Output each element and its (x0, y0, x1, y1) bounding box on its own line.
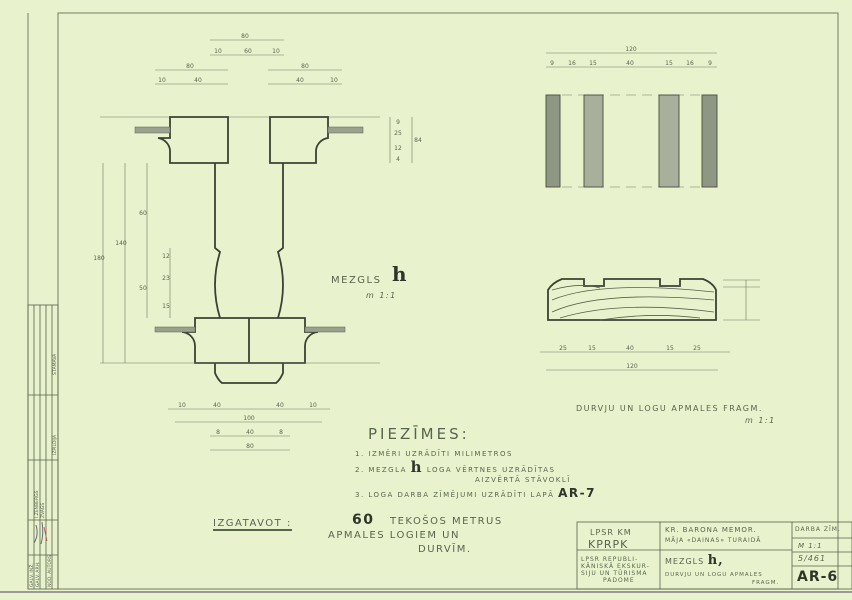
note-1: 1. IZMĒRI UZRĀDĪTI MILIMETROS (355, 450, 513, 458)
note-2-letter: h (410, 458, 424, 476)
dim-label: 15 (589, 60, 597, 67)
dim-label: 80 (301, 63, 309, 70)
dim-label: 8 (279, 429, 283, 436)
dim-label: 16 (686, 60, 694, 67)
dim-label: 15 (666, 345, 674, 352)
sheet-number: AR-6 (797, 569, 839, 585)
strip-label: ŠTĀMAVA (51, 353, 58, 375)
dim-label: 25 (394, 130, 402, 137)
dim-label: 10 (330, 77, 338, 84)
order-qty: 60 (352, 512, 375, 528)
dim-label: 9 (550, 60, 554, 67)
dim-label: 10 (214, 48, 222, 55)
project-line-1: KR. BARONA MEMOR. (665, 526, 757, 534)
dim-label: 40 (626, 60, 634, 67)
order-line-1: TEKOŠOS METRUS (390, 516, 503, 527)
red-signature (43, 526, 48, 542)
dim-label: 100 (243, 415, 255, 422)
dim-label: 10 (178, 402, 186, 409)
drawing-type: DARBA ZĪM. (795, 526, 841, 533)
order-line-3: DURVĪM. (418, 544, 472, 555)
dim-label: 23 (162, 275, 170, 282)
strip-label: GAĻV. INŽ. (27, 563, 35, 587)
dim-label: 40 (296, 77, 304, 84)
note-2-continued: AIZVĒRTĀ STĀVOKLĪ (475, 476, 571, 484)
org-council-line: KĀNISKĀ EKSKUR- (581, 563, 650, 570)
strip-label: IZPILDĪJA (51, 434, 58, 455)
org-code: KPRPK (588, 538, 629, 551)
dim-label: 10 (272, 48, 280, 55)
fragment-scale: m 1:1 (745, 416, 776, 425)
dim-label: 25 (693, 345, 701, 352)
dim-label: 120 (625, 46, 637, 53)
sheet-subtitle-2: FRAGM. (752, 580, 780, 586)
strip-label: NOD. AUTORS (47, 555, 53, 587)
dim-label: 16 (568, 60, 576, 67)
strip-label: ZVAGS (40, 503, 46, 518)
title-block-grid (576, 521, 852, 590)
node-scale: m 1:1 (366, 291, 397, 300)
dim-label: 15 (665, 60, 673, 67)
fragment-plan (545, 52, 718, 188)
dim-label: 15 (588, 345, 596, 352)
strip-label: GAĻV. ARH. (35, 562, 41, 587)
node-letter: h (392, 262, 409, 286)
org-council: LPSR REPUBLI- KĀNISKĀ EKSKUR- SIJU UN TŪ… (581, 556, 650, 584)
dim-label: 40 (626, 345, 634, 352)
strip-label: I.ZENBERGS (34, 490, 40, 518)
dim-label: 40 (194, 77, 202, 84)
dim-label: 80 (246, 443, 254, 450)
dim-label: 10 (158, 77, 166, 84)
dim-label: 15 (162, 303, 170, 310)
dim-label: 180 (93, 255, 105, 262)
signature (33, 521, 44, 545)
note-3: 3. LOGA DARBA ZĪMĒJUMI UZRĀDĪTI LAPĀ AR-… (355, 486, 596, 502)
fragment-title: DURVJU UN LOGU APMALES FRAGM. (576, 404, 763, 413)
dim-label: 40 (213, 402, 221, 409)
order-line-2: APMALES LOGIEM UN (328, 530, 460, 541)
dim-label: 84 (414, 137, 422, 144)
dim-label: 8 (216, 429, 220, 436)
dim-label: 80 (241, 33, 249, 40)
dim-label: 4 (396, 156, 400, 163)
note-2: 2. MEZGLA h LOGA VĒRTNES UZRĀDĪTAS (355, 459, 555, 478)
dim-label: 60 (244, 48, 252, 55)
dim-label: 10 (309, 402, 317, 409)
org-council-line: SIJU UN TŪRISMA (581, 570, 648, 577)
notes-heading: PIEZĪMES: (368, 425, 470, 443)
org-ministry: LPSR KM (590, 528, 632, 537)
sheet-title: MEZGLS h, (665, 553, 724, 569)
sheet-title-text: MEZGLS (665, 557, 705, 566)
dim-label: 12 (394, 145, 402, 152)
dim-label: 40 (246, 429, 254, 436)
side-strip-table (27, 304, 59, 590)
dim-label: 60 (139, 210, 147, 217)
node-h-section (100, 39, 413, 451)
note-3-text: 3. LOGA DARBA ZĪMĒJUMI UZRĀDĪTI LAPĀ (355, 491, 555, 499)
dim-label: 9 (708, 60, 712, 67)
note-2-prefix: 2. MEZGLA (355, 466, 407, 474)
note-2-suffix: LOGA VĒRTNES UZRĀDĪTAS (426, 466, 556, 474)
dim-label: 40 (276, 402, 284, 409)
dim-label: 12 (162, 253, 170, 260)
order-label: IZGATAVOT : (213, 518, 292, 531)
dim-label: 140 (115, 240, 127, 247)
node-title: MEZGLS (331, 275, 382, 286)
org-council-line: PADOME (603, 577, 635, 584)
dim-label: 50 (139, 285, 147, 292)
dim-label: 120 (626, 363, 638, 370)
drawing-frame (57, 12, 839, 590)
title-scale: M 1:1 (798, 542, 823, 550)
dim-label: 9 (396, 119, 400, 126)
dim-label: 80 (186, 63, 194, 70)
fragment-section (540, 278, 760, 371)
dim-label: 25 (559, 345, 567, 352)
sheet-subtitle: DURVJU UN LOGU APMALES (665, 572, 763, 578)
drawing-number: 5/461 (798, 554, 827, 563)
org-council-line: LPSR REPUBLI- (581, 556, 639, 563)
note-3-ref: AR-7 (558, 486, 596, 500)
project-line-2: MĀJA «DAINAS» TURAIDĀ (665, 537, 762, 544)
sheet-title-letter: h, (707, 553, 724, 568)
